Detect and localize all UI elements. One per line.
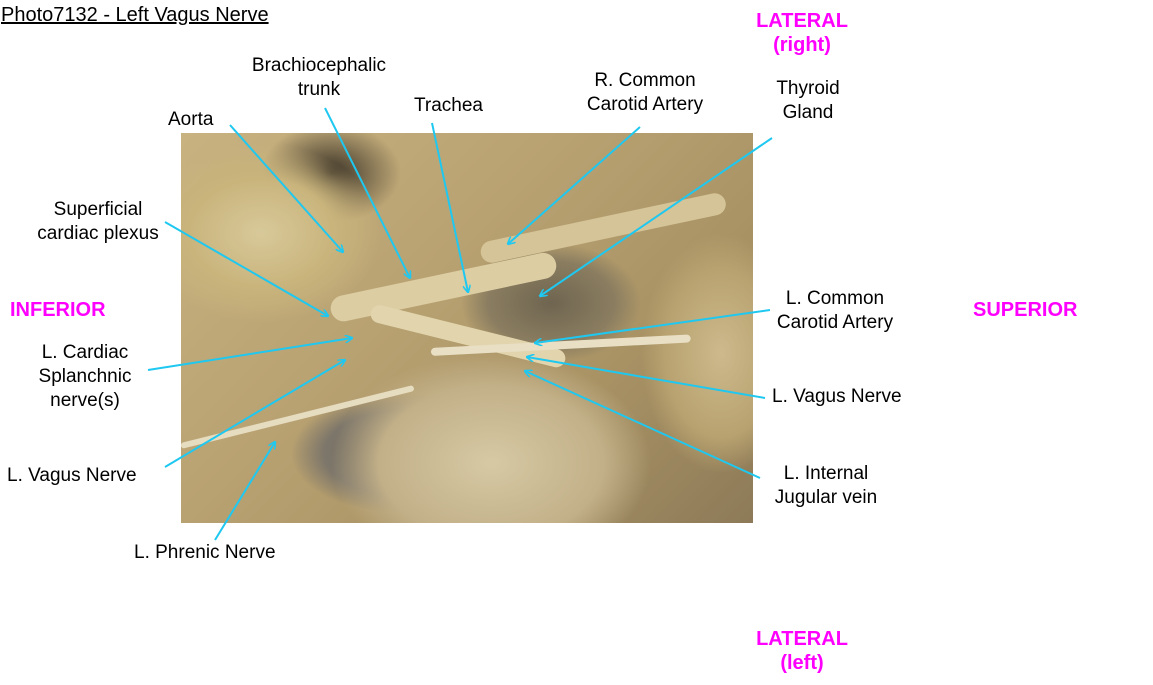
label-line: L. Cardiac xyxy=(41,342,129,363)
direction-lateral-left: LATERAL (left) xyxy=(740,627,864,675)
direction-text: LATERAL xyxy=(756,628,848,650)
label-thyroid-gland: Thyroid Gland xyxy=(765,77,851,125)
direction-superior: SUPERIOR xyxy=(973,299,1078,321)
label-superficial-cardiac-plexus: Superficial cardiac plexus xyxy=(24,198,172,246)
arrow-l-cardiac-splanchnic xyxy=(147,338,352,371)
arrow-trachea xyxy=(431,122,468,292)
dissection-photo xyxy=(181,133,753,523)
label-l-internal-jugular: L. Internal Jugular vein xyxy=(764,462,888,510)
arrow-thyroid xyxy=(540,137,773,296)
label-l-vagus-nerve-left: L. Vagus Nerve xyxy=(7,465,137,486)
page-title: Photo7132 - Left Vagus Nerve xyxy=(1,4,269,26)
label-line: Carotid Artery xyxy=(586,94,704,115)
label-l-vagus-nerve-right: L. Vagus Nerve xyxy=(772,386,902,407)
label-line: Carotid Artery xyxy=(776,312,894,333)
label-aorta: Aorta xyxy=(168,109,214,130)
arrow-aorta xyxy=(229,124,343,252)
label-line: nerve(s) xyxy=(50,390,120,411)
arrow-l-vagus-right xyxy=(527,357,766,399)
arrow-l-vagus-left xyxy=(164,360,345,468)
arrow-superficial-plexus xyxy=(164,221,328,316)
label-l-cardiac-splanchnic: L. Cardiac Splanchnic nerve(s) xyxy=(24,341,146,413)
label-line: Gland xyxy=(782,102,834,123)
label-l-phrenic-nerve: L. Phrenic Nerve xyxy=(134,542,276,563)
direction-inferior: INFERIOR xyxy=(10,299,106,321)
arrow-l-internal-jugular xyxy=(525,371,761,479)
label-line: cardiac plexus xyxy=(37,223,159,244)
label-line: Jugular vein xyxy=(774,487,878,508)
label-trachea: Trachea xyxy=(414,95,483,116)
direction-text: (left) xyxy=(780,652,824,674)
label-brachiocephalic-trunk: Brachiocephalic trunk xyxy=(240,54,398,102)
label-r-common-carotid: R. Common Carotid Artery xyxy=(572,69,718,117)
arrow-l-common-carotid xyxy=(535,309,771,343)
arrow-l-phrenic xyxy=(214,442,275,541)
direction-text: LATERAL xyxy=(756,10,848,32)
arrow-r-common-carotid xyxy=(508,126,641,244)
label-line: Splanchnic xyxy=(38,366,132,387)
direction-lateral-right: LATERAL (right) xyxy=(740,9,864,57)
arrow-brachiocephalic xyxy=(324,107,410,278)
direction-text: (right) xyxy=(773,34,831,56)
label-line: R. Common xyxy=(594,70,696,91)
label-line: trunk xyxy=(297,79,341,100)
label-line: L. Internal xyxy=(783,463,869,484)
label-line: Brachiocephalic xyxy=(251,55,387,76)
label-line: Superficial xyxy=(53,199,143,220)
label-line: Thyroid xyxy=(776,78,840,99)
label-l-common-carotid: L. Common Carotid Artery xyxy=(762,287,908,335)
label-line: L. Common xyxy=(785,288,885,309)
